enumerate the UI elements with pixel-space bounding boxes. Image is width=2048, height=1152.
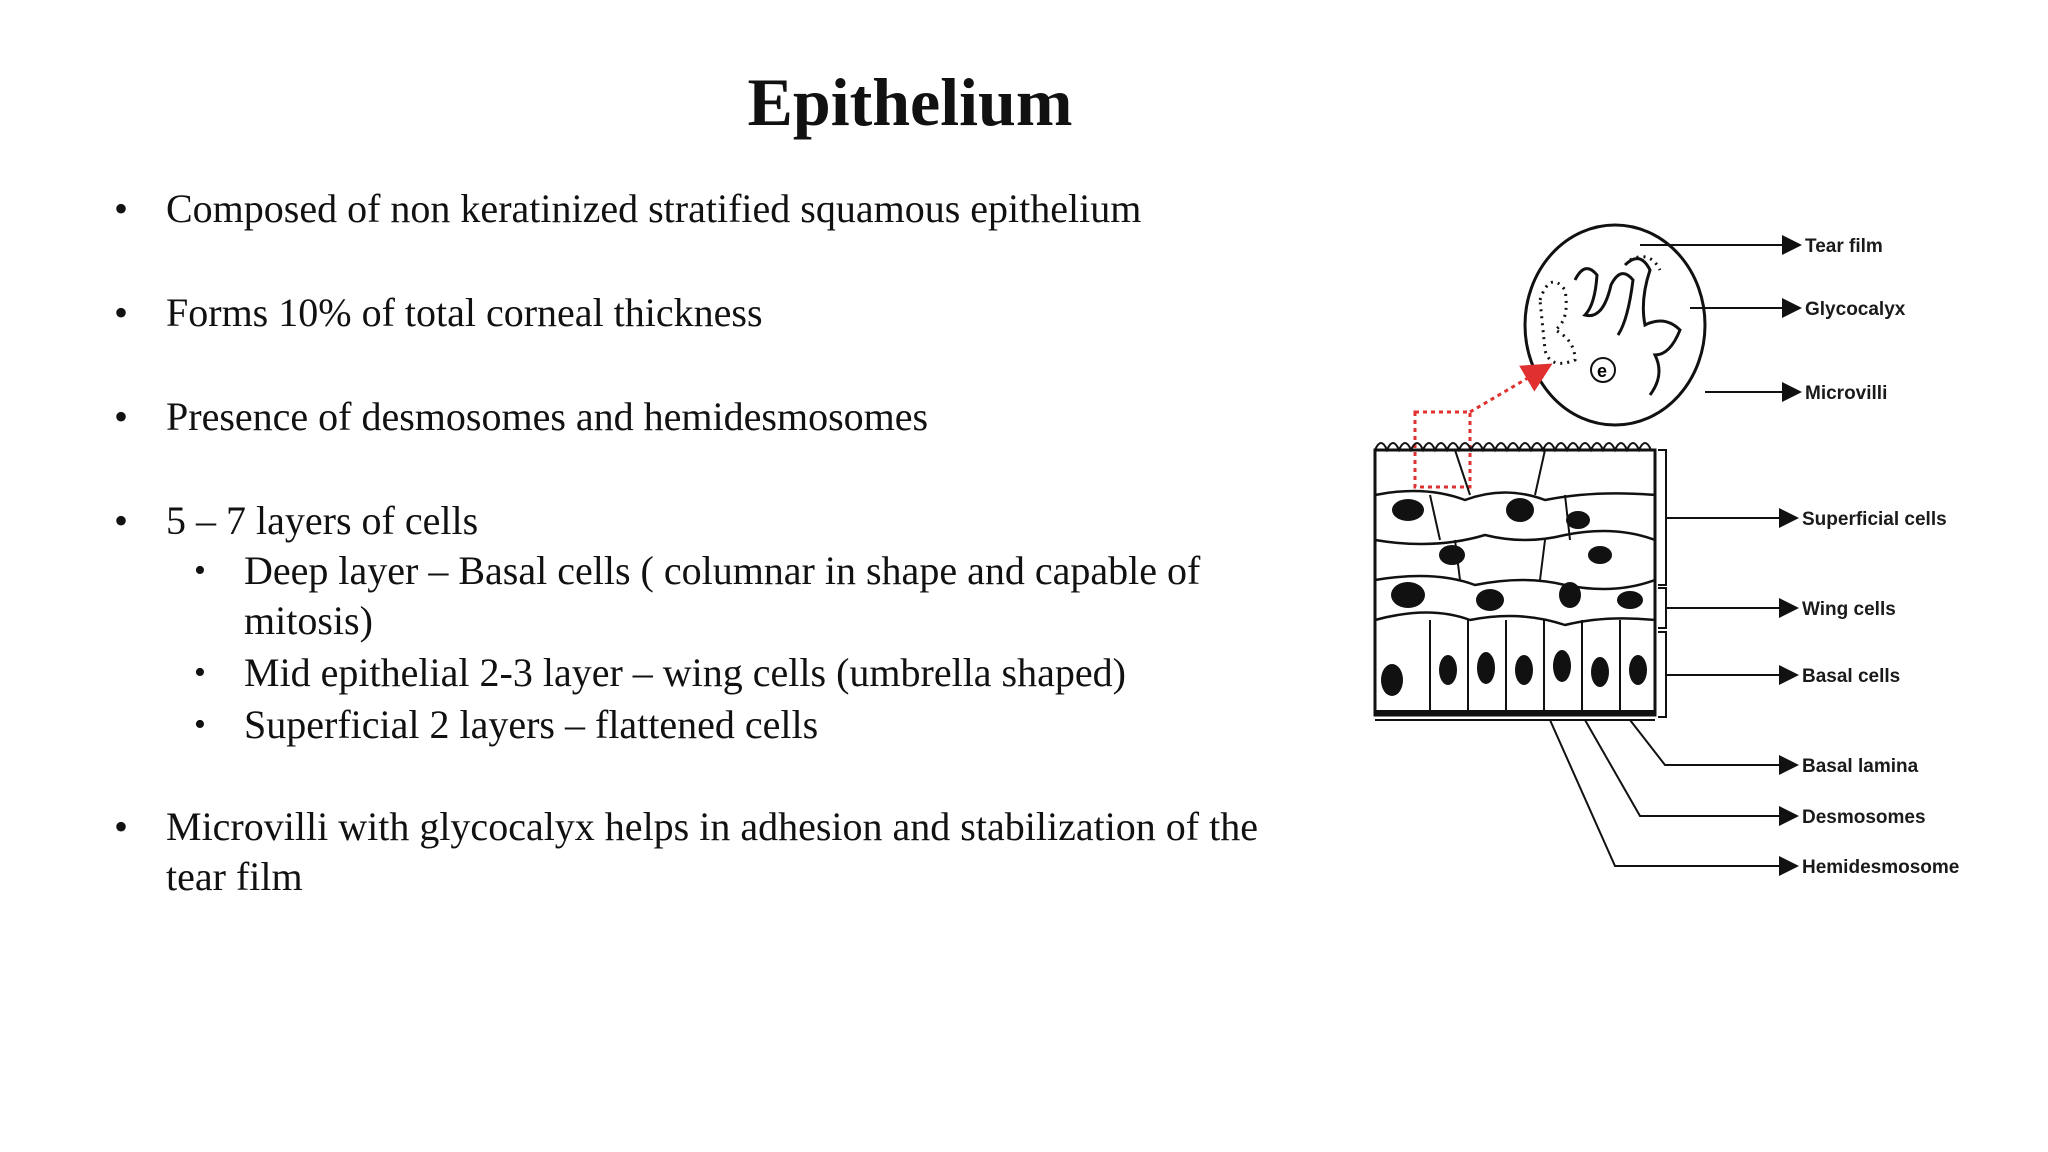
bullet-text: 5 – 7 layers of cells bbox=[166, 498, 479, 543]
bullet-item: • Microvilli with glycocalyx helps in ad… bbox=[114, 802, 1264, 902]
label-basal-lamina: Basal lamina bbox=[1802, 756, 1919, 777]
sub-bullet-item: • Deep layer – Basal cells ( columnar in… bbox=[114, 546, 1264, 646]
label-tear-film: Tear film bbox=[1805, 236, 1883, 257]
sub-bullet-list: • Deep layer – Basal cells ( columnar in… bbox=[114, 546, 1264, 750]
layer-brackets bbox=[1658, 449, 1799, 718]
label-basal-cells: Basal cells bbox=[1802, 666, 1900, 687]
cell-layers bbox=[1373, 442, 1657, 721]
epithelium-diagram: e bbox=[1373, 223, 1960, 878]
label-glycocalyx: Glycocalyx bbox=[1805, 299, 1906, 320]
label-wing-cells: Wing cells bbox=[1802, 599, 1896, 620]
label-desmosomes: Desmosomes bbox=[1802, 807, 1926, 828]
sub-bullet-text: Mid epithelial 2-3 layer – wing cells (u… bbox=[244, 650, 1126, 695]
sub-bullet-text: Deep layer – Basal cells ( columnar in s… bbox=[244, 548, 1201, 643]
bullet-dot-icon: • bbox=[114, 290, 129, 335]
bullet-text: Presence of desmosomes and hemidesmosome… bbox=[166, 394, 929, 439]
bullet-dot-icon: • bbox=[194, 552, 206, 589]
bottom-leaders bbox=[1549, 719, 1799, 876]
bullet-dot-icon: • bbox=[114, 186, 129, 231]
bullet-text: Microvilli with glycocalyx helps in adhe… bbox=[166, 804, 1258, 899]
sub-bullet-item: • Superficial 2 layers – flattened cells bbox=[114, 700, 1264, 750]
bullet-item: • Forms 10% of total corneal thickness bbox=[114, 288, 1264, 338]
zoom-indicator bbox=[1413, 363, 1553, 489]
label-hemidesmosomes: Hemidesmosomes bbox=[1802, 857, 1960, 878]
bullet-dot-icon: • bbox=[114, 498, 129, 543]
bullet-dot-icon: • bbox=[114, 394, 129, 439]
bullet-item: • 5 – 7 layers of cells bbox=[114, 496, 1264, 546]
bullet-dot-icon: • bbox=[194, 706, 206, 743]
svg-text:e: e bbox=[1597, 361, 1607, 381]
bullet-text: Forms 10% of total corneal thickness bbox=[166, 290, 763, 335]
bullet-list: • Composed of non keratinized stratified… bbox=[114, 184, 1264, 956]
label-superficial-cells: Superficial cells bbox=[1802, 509, 1947, 530]
bullet-item: • Composed of non keratinized stratified… bbox=[114, 184, 1264, 234]
bullet-dot-icon: • bbox=[194, 654, 206, 691]
bullet-dot-icon: • bbox=[114, 804, 129, 849]
sub-bullet-text: Superficial 2 layers – flattened cells bbox=[244, 702, 819, 747]
magnified-microvilli-circle: e bbox=[1523, 223, 1707, 427]
label-microvilli: Microvilli bbox=[1805, 383, 1887, 404]
bullet-item: • Presence of desmosomes and hemidesmoso… bbox=[114, 392, 1264, 442]
sub-bullet-item: • Mid epithelial 2-3 layer – wing cells … bbox=[114, 648, 1264, 698]
slide-title: Epithelium bbox=[747, 64, 1073, 140]
bullet-text: Composed of non keratinized stratified s… bbox=[166, 186, 1142, 231]
